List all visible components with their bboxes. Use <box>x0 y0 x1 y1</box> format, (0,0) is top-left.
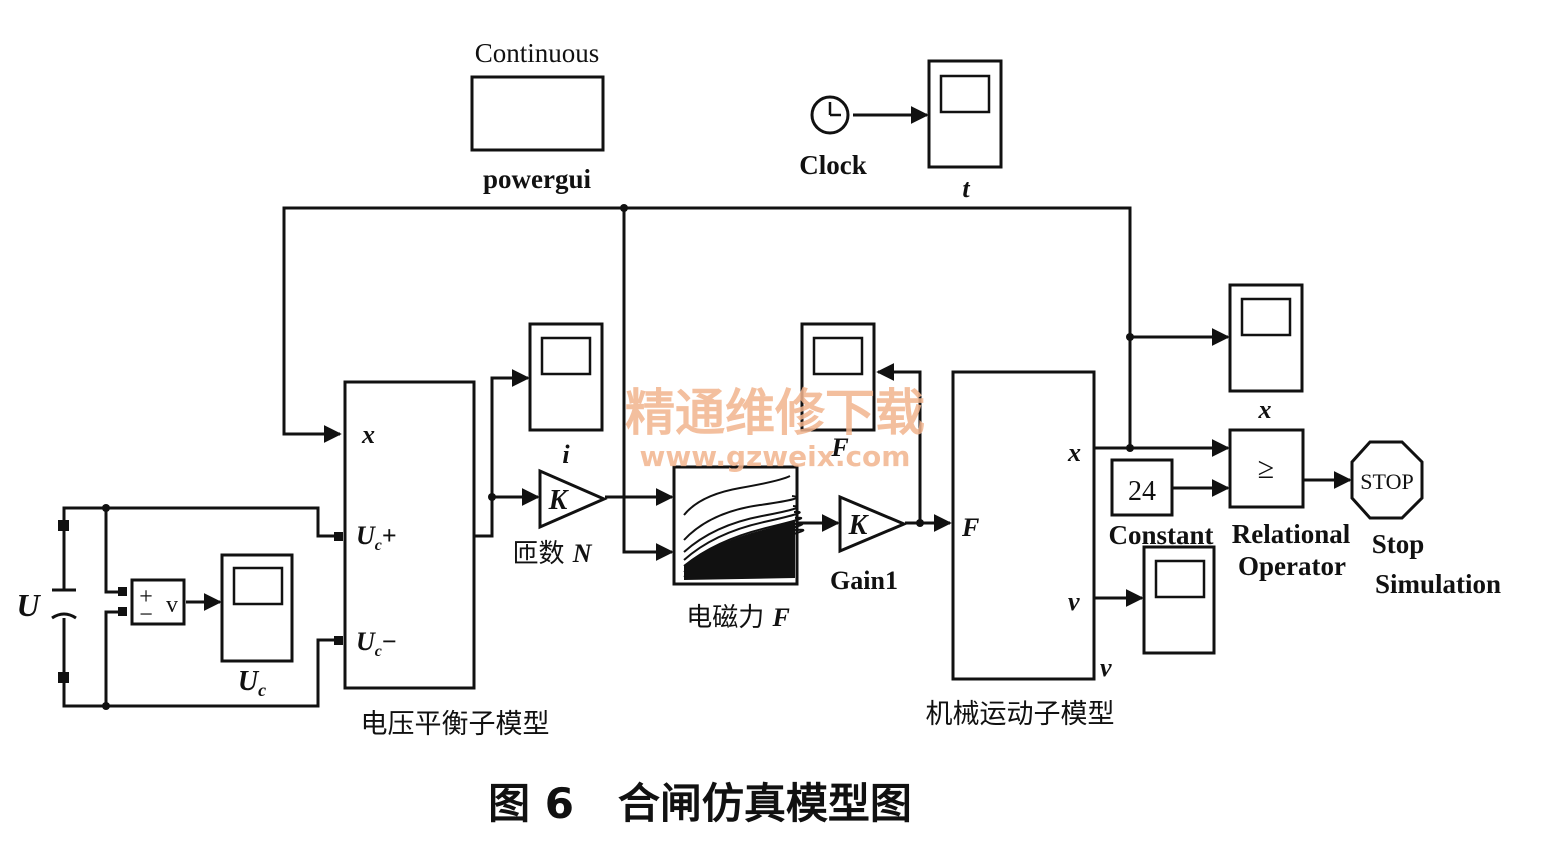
scope-i-block[interactable]: i <box>528 322 604 469</box>
gain-turns-block[interactable]: K 匝数 N <box>512 468 608 569</box>
gain-turns-label: 匝数 N <box>512 539 592 569</box>
scope-f-block[interactable]: F <box>800 322 876 462</box>
scope-screen-icon <box>1154 559 1206 599</box>
scope-screen-icon <box>1240 297 1292 337</box>
stop-label-1: Stop <box>1372 529 1425 559</box>
mechanical-motion-subsystem[interactable]: F x v v 机械运动子模型 <box>926 370 1115 730</box>
stop-sign-icon <box>1350 440 1424 520</box>
constant-label: Constant <box>1108 520 1213 550</box>
em-force-lookup-block[interactable]: 电磁力 F <box>672 465 805 633</box>
gain-turns-symbol: K <box>548 485 570 516</box>
constant-block[interactable]: 24 Constant <box>1108 458 1214 550</box>
relational-label-1: Relational <box>1232 519 1351 549</box>
powergui-mode-label: Continuous <box>475 38 600 68</box>
voltmeter-block[interactable]: + − v <box>118 578 186 628</box>
scope-t-label: t <box>962 174 970 203</box>
port-f: F <box>961 513 979 542</box>
gain1-block[interactable]: K Gain1 <box>830 494 908 595</box>
scope-screen-icon <box>540 336 592 376</box>
constant-value: 24 <box>1128 476 1156 507</box>
voltmeter-minus: − <box>139 602 153 628</box>
port-uc-plus: Uc+ <box>356 521 397 554</box>
gain1-label: Gain1 <box>830 566 898 595</box>
scope-screen-icon <box>812 336 864 376</box>
figure-caption: 图 6 合闸仿真模型图 <box>488 779 912 828</box>
stop-simulation-block[interactable]: STOP Stop Simulation <box>1350 440 1501 599</box>
port-v: v <box>1068 587 1080 616</box>
stop-label-2: Simulation <box>1375 569 1501 599</box>
powergui-label: powergui <box>483 164 591 194</box>
voltage-balance-subsystem[interactable]: x Uc+ Uc− 电压平衡子模型 <box>334 380 550 740</box>
scope-x-block[interactable]: x <box>1228 283 1304 424</box>
scope-screen-icon <box>232 566 284 606</box>
scope-f-label: F <box>830 433 848 462</box>
wires <box>62 106 1352 708</box>
clock-label: Clock <box>799 150 867 180</box>
relational-symbol: ≥ <box>1258 452 1274 485</box>
scope-screen-icon <box>939 74 991 114</box>
scope-t-block[interactable]: t <box>927 59 1003 203</box>
watermark-line2: www.gzweix.com <box>640 440 911 473</box>
voltage-subsystem-label: 电压平衡子模型 <box>361 709 550 740</box>
clock-block[interactable]: Clock <box>799 95 867 180</box>
watermark: 精通维修下载 www.gzweix.com <box>625 384 925 473</box>
scope-uc-label: Uc <box>238 666 266 700</box>
powergui-block[interactable]: Continuous powergui <box>470 38 605 194</box>
stop-text: STOP <box>1360 469 1413 494</box>
voltmeter-v: v <box>166 592 178 618</box>
dc-source-block[interactable]: U <box>16 520 77 683</box>
watermark-line1: 精通维修下载 <box>625 384 925 442</box>
scope-uc-block[interactable]: Uc <box>220 553 294 700</box>
scope-v-block[interactable] <box>1142 545 1216 655</box>
relational-operator-block[interactable]: ≥ Relational Operator <box>1228 428 1351 581</box>
port-uc-minus: Uc− <box>356 627 397 660</box>
mech-subsystem-label: 机械运动子模型 <box>926 699 1115 730</box>
relational-label-2: Operator <box>1238 551 1346 581</box>
port-x: x <box>1067 438 1081 467</box>
scope-x-label: x <box>1258 395 1272 424</box>
source-u-label: U <box>16 587 41 623</box>
em-force-label: 电磁力 F <box>686 603 790 633</box>
scope-i-label: i <box>562 440 570 469</box>
gain1-symbol: K <box>848 510 870 541</box>
port-v-out: v <box>1100 653 1112 682</box>
port-x: x <box>361 420 375 449</box>
voltmeter-plus: + <box>139 584 153 610</box>
junctions <box>102 204 1134 710</box>
